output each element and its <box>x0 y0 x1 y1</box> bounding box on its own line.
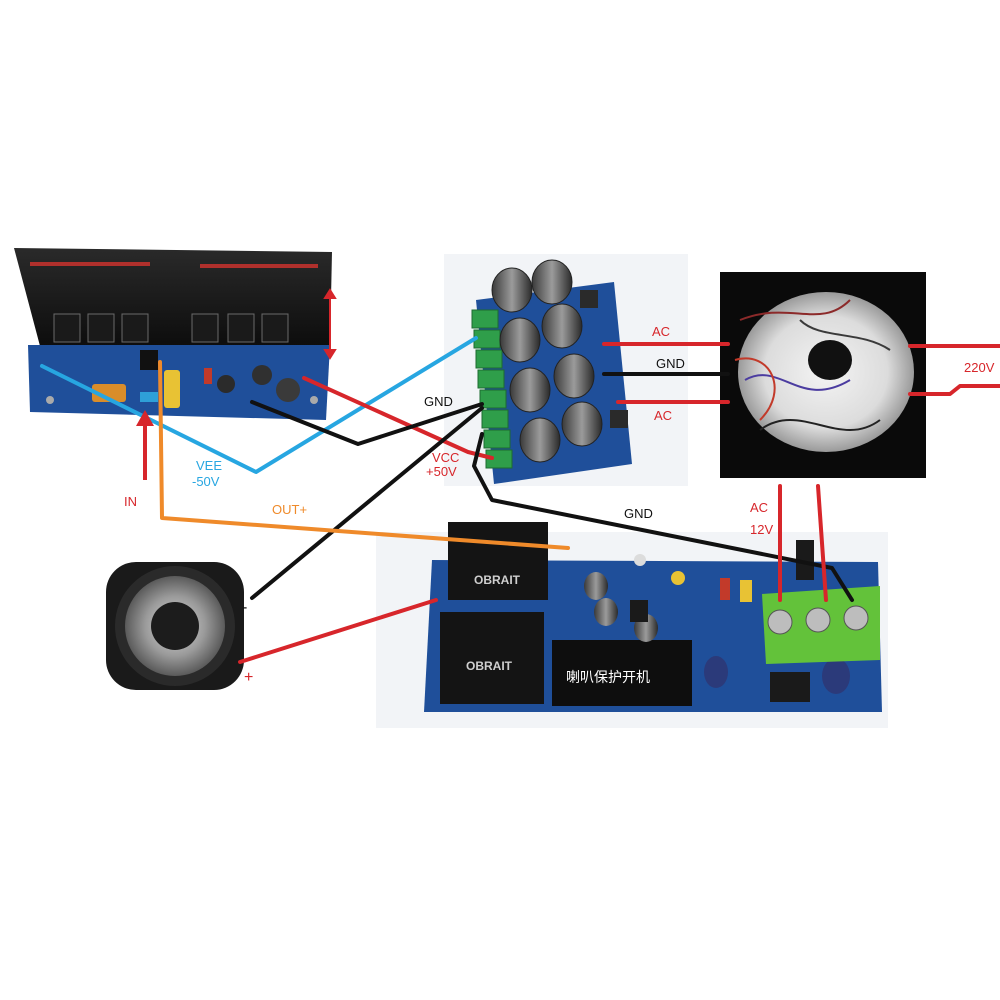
relay-top: OBRAIT <box>448 522 548 600</box>
heatsink-red-stripe-left <box>30 262 150 266</box>
label-gnd-mid: GND <box>656 356 685 371</box>
relay-top-label: OBRAIT <box>474 573 521 587</box>
speaker <box>106 562 244 690</box>
label-gnd-bottom: GND <box>624 506 653 521</box>
wire-mains-bottom <box>908 384 1000 396</box>
label-speaker-plus: + <box>244 669 253 686</box>
label-ac-top: AC <box>652 324 670 339</box>
label-in: IN <box>124 494 137 509</box>
label-gnd-psu: GND <box>424 394 453 409</box>
relay-bottom-label: OBRAIT <box>466 659 513 673</box>
wire-out-orange <box>158 360 570 550</box>
label-ac-bottom: AC <box>654 408 672 423</box>
label-vee-value: -50V <box>192 474 220 489</box>
psu-capacitors <box>491 259 603 463</box>
protection-label-box <box>552 640 692 706</box>
transformer-center-hole <box>808 340 852 380</box>
label-vee: VEE <box>196 458 222 473</box>
label-out-plus: OUT+ <box>272 502 307 517</box>
wire-vcc-red <box>302 376 494 460</box>
label-vcc-value: +50V <box>426 464 457 479</box>
protection-board: OBRAIT OBRAIT 喇叭保护开机 <box>376 522 888 728</box>
heatsink-red-stripe-right <box>200 264 318 268</box>
transformer-leads <box>734 299 891 431</box>
wire-gnd-black-protect <box>472 432 854 602</box>
wire-ac12v-right <box>816 484 828 602</box>
power-supply-board <box>444 254 688 486</box>
psu-terminal-block <box>471 309 513 469</box>
label-ac12v-line2: 12V <box>750 522 773 537</box>
input-arrow <box>136 410 154 480</box>
speaker-dust-cap <box>151 602 199 650</box>
heatsink-arrow <box>323 288 337 360</box>
wire-speaker-plus-red <box>238 598 438 664</box>
label-mains: 220V <box>964 360 995 375</box>
protection-components <box>584 540 850 702</box>
toroidal-transformer <box>720 272 926 478</box>
wire-gnd-black-amp <box>250 400 484 446</box>
wire-speaker-minus-black <box>250 406 484 600</box>
protection-board-label: 喇叭保护开机 <box>566 669 650 685</box>
relay-bottom: OBRAIT <box>440 612 544 704</box>
wire-vee-blue <box>40 336 478 474</box>
label-speaker-minus: - <box>242 599 247 616</box>
labels: IN VEE -50V OUT+ GND VCC +50V GND AC GND… <box>124 324 995 686</box>
protection-terminal-block <box>762 586 880 664</box>
wires <box>40 336 1000 664</box>
amplifier-board <box>14 248 337 420</box>
amplifier-components <box>46 350 318 408</box>
label-vcc: VCC <box>432 450 459 465</box>
label-ac12v-line1: AC <box>750 500 768 515</box>
power-transistors <box>53 313 289 343</box>
psu-rectifiers <box>580 290 628 428</box>
